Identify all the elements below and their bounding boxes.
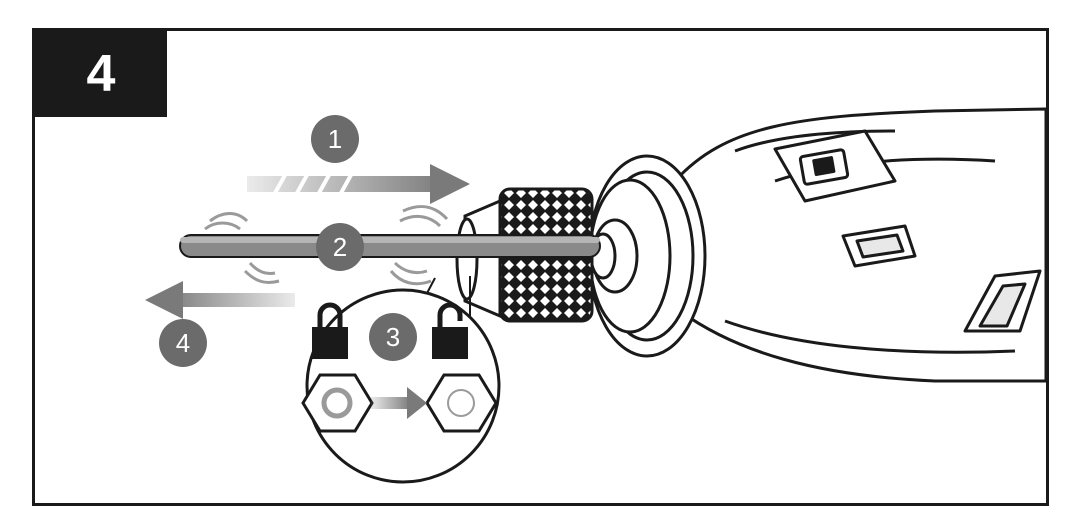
step-number-badge: 4 (35, 31, 167, 117)
twist-motion-marks (204, 205, 449, 286)
callout-1: 1 (311, 115, 359, 163)
arrow-right-icon (371, 387, 427, 419)
callout-1-label: 1 (328, 124, 342, 154)
accessory-shank (179, 234, 601, 258)
callout-3-label: 3 (386, 322, 400, 352)
step-number: 4 (86, 45, 116, 103)
callout-4: 4 (159, 319, 207, 367)
callout-2-label: 2 (333, 232, 347, 262)
hex-nut-icon (301, 373, 374, 433)
arrow-right-icon (247, 164, 470, 204)
lock-closed-icon (312, 302, 348, 359)
lock-open-icon (432, 302, 468, 359)
tool-illustration: 1 2 3 4 (145, 107, 1046, 484)
arrow-left-icon (145, 281, 295, 319)
loosen-detail-circle (301, 276, 501, 484)
rotary-tool-body (587, 107, 1046, 383)
callout-2: 2 (316, 223, 364, 271)
callout-4-label: 4 (176, 328, 190, 358)
instruction-panel: 4 (32, 28, 1049, 506)
hex-nut-icon (425, 373, 498, 433)
callout-3: 3 (369, 313, 417, 361)
